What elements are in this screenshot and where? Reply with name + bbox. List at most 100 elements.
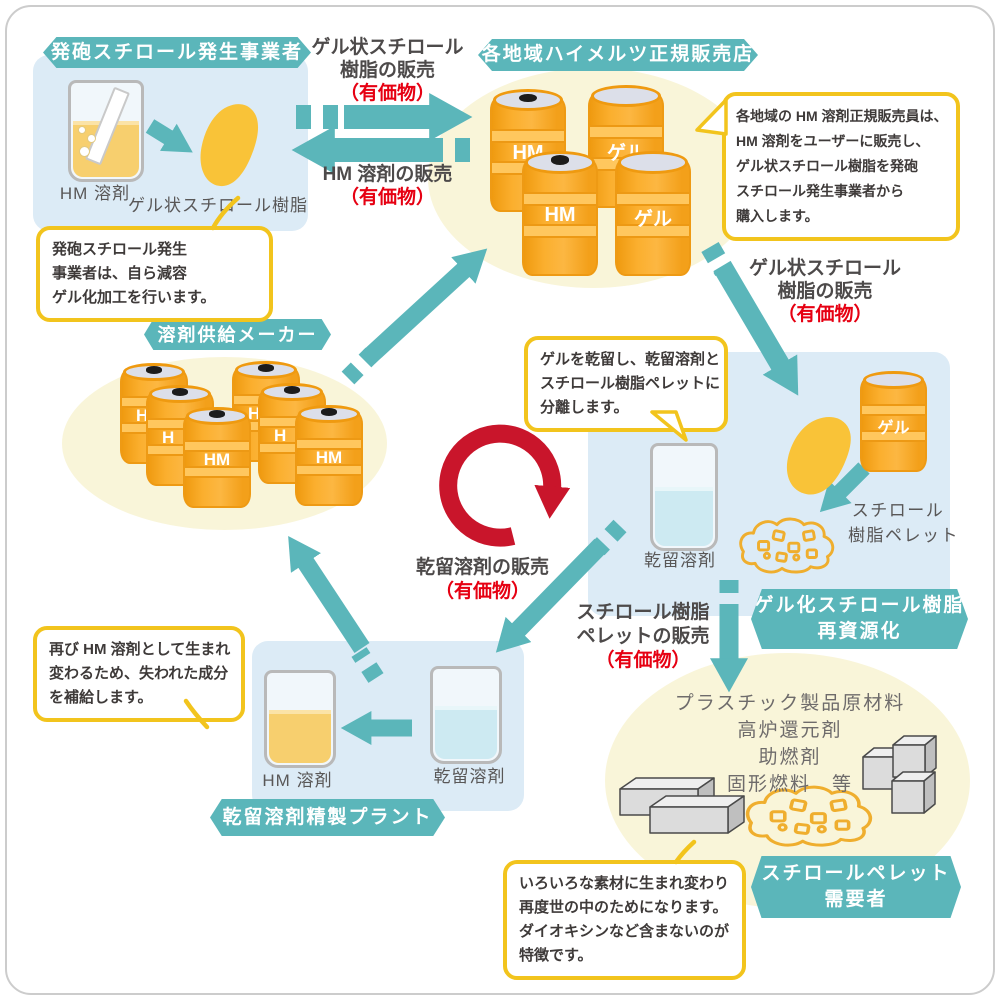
drum-label: H [274,425,287,445]
callout-line: ゲル状スチロール樹脂を発砲 [736,158,918,174]
drum-hm: HM [183,406,251,508]
drum-lid [590,85,662,108]
drum-band [524,191,596,207]
label-line: HM 溶剤の販売 [322,164,453,185]
drum-label: HM [544,204,576,227]
glass-liquid [655,486,713,546]
dry-solvent-label: 乾留溶剤 [644,551,716,570]
drum-band [524,223,596,239]
drum-band [617,223,689,239]
callout-line: HM 溶剤をユーザーに販売し、 [736,133,930,149]
label-line: スチロール樹脂 [576,602,710,623]
label-line: 樹脂の販売 [777,281,873,302]
generator-callout: 発砲スチロール発生 事業者は、自ら減容 ゲル化加工を行います。 [36,226,273,322]
valuable-label: （有価物） [339,187,435,208]
callout-line: 発砲スチロール発生 [52,241,188,258]
drum-bung [320,408,338,416]
glass-liquid [269,709,331,763]
callout-line: ダイオキシンなど含まないのが [519,923,730,940]
gel-sale-label-right: ゲル状スチロール 樹脂の販売 （有価物） [730,257,920,326]
consumer-uses: プラスチック製品原材料 高炉還元剤 助燃剤 固形燃料 等 [640,690,940,798]
drum-label: HM [203,449,231,469]
drum-band [297,463,361,476]
plant-callout: 再び HM 溶剤として生まれ 変わるため、失われた成分 を補給します。 [33,626,245,722]
consumer-callout: いろいろな素材に生まれ変わり 再度世の中のためになります。 ダイオキシンなど含ま… [503,860,746,980]
bubble [87,134,96,143]
dealer-callout: 各地域の HM 溶剤正規販売員は、 HM 溶剤をユーザーに販売し、 ゲル状スチロ… [722,92,960,241]
label-line: 助燃剤 [758,747,822,768]
banner-generator: 発砲スチロール発生事業者 [43,37,311,68]
drum-band [862,429,925,442]
drum-band [590,125,662,140]
label-line: 乾留溶剤の販売 [415,557,549,578]
valuable-label: （有価物） [339,83,435,104]
pellet-item-label: スチロール 樹脂ペレット [848,498,958,548]
callout-line: 事業者は、自ら減容 [52,265,188,282]
banner-label: 各地域ハイメルツ正規販売店 [481,44,755,65]
banner-label: 乾留溶剤精製プラント [222,806,433,828]
callout-line: 購入します。 [736,208,819,224]
drum-lid [617,150,689,174]
label-line: 固形燃料 等 [726,774,853,795]
callout-line: スチロール樹脂ペレットに [540,375,721,392]
label-line: ゲル状スチロール [748,258,901,279]
drum-gel: ゲル [615,150,691,276]
drum-bung [208,410,226,418]
banner-plant: 乾留溶剤精製プラント [210,799,445,836]
drum-band [185,465,249,478]
banner-label: 溶剤供給メーカー [157,324,318,345]
banner-label: 需要者 [824,889,888,910]
plant-dry-glass [430,666,502,764]
gel-blob-label: ゲル状スチロール樹脂 [128,196,308,215]
plant-hm-label: HM 溶剤 [262,771,333,790]
valuable-label: （有価物） [595,650,691,671]
drum-bung [550,155,570,165]
dry-solvent-glass [650,443,718,551]
label-line: 高炉還元剤 [737,720,843,741]
dry-sale-label: 乾留溶剤の販売 （有価物） [405,556,560,604]
label-line: 樹脂の販売 [339,60,435,81]
banner-recycle: ゲル化スチロール樹脂 再資源化 [751,589,968,649]
recycle-callout: ゲルを乾留し、乾留溶剤と スチロール樹脂ペレットに 分離します。 [524,336,728,432]
plant-dry-label: 乾留溶剤 [433,767,506,786]
bubble [78,126,86,134]
drum-bung [283,386,301,394]
hm-sale-label: HM 溶剤の販売 （有価物） [305,163,470,209]
drum-bung [257,364,275,372]
valuable-label: （有価物） [434,581,530,602]
plant-hm-glass [264,670,336,768]
drum-band [617,191,689,207]
callout-line: 特徴です。 [519,947,593,964]
drum-band [185,439,249,453]
page-border [5,5,995,995]
callout-line: 再び HM 溶剤として生まれ [49,641,231,658]
banner-label: スチロールペレット [761,863,951,884]
label-line: ゲル状スチロール [311,37,464,58]
drum-bung [518,93,538,103]
drum-gel: ゲル [860,370,927,472]
callout-line: ゲル化加工を行います。 [52,289,216,306]
drum-label: H [136,405,149,425]
drum-band [297,437,361,451]
callout-line: 再度世の中のためになります。 [519,899,728,916]
drum-gel: ゲル [588,85,664,208]
drum-bung [171,388,189,396]
callout-line: 変わるため、失われた成分 [49,665,229,682]
banner-label: 発砲スチロール発生事業者 [50,41,303,63]
label-line: プラスチック製品原材料 [674,693,906,714]
label-line: スチロール [851,501,945,520]
callout-line: ゲルを乾留し、乾留溶剤と [540,351,721,368]
drum-label: H [248,403,261,423]
drum-band [862,403,925,417]
drum-label: HM [315,447,343,467]
pellet-sale-label: スチロール樹脂 ペレットの販売 （有価物） [568,601,718,673]
callout-line: 各地域の HM 溶剤正規販売員は、 [736,108,948,124]
glass-liquid [435,705,497,759]
valuable-label: （有価物） [777,304,873,325]
banner-label: 再資源化 [817,621,902,642]
drum-hm: HM [522,150,598,276]
label-line: ペレットの販売 [576,626,710,647]
drum-band [492,129,564,144]
callout-line: 分離します。 [540,399,629,416]
